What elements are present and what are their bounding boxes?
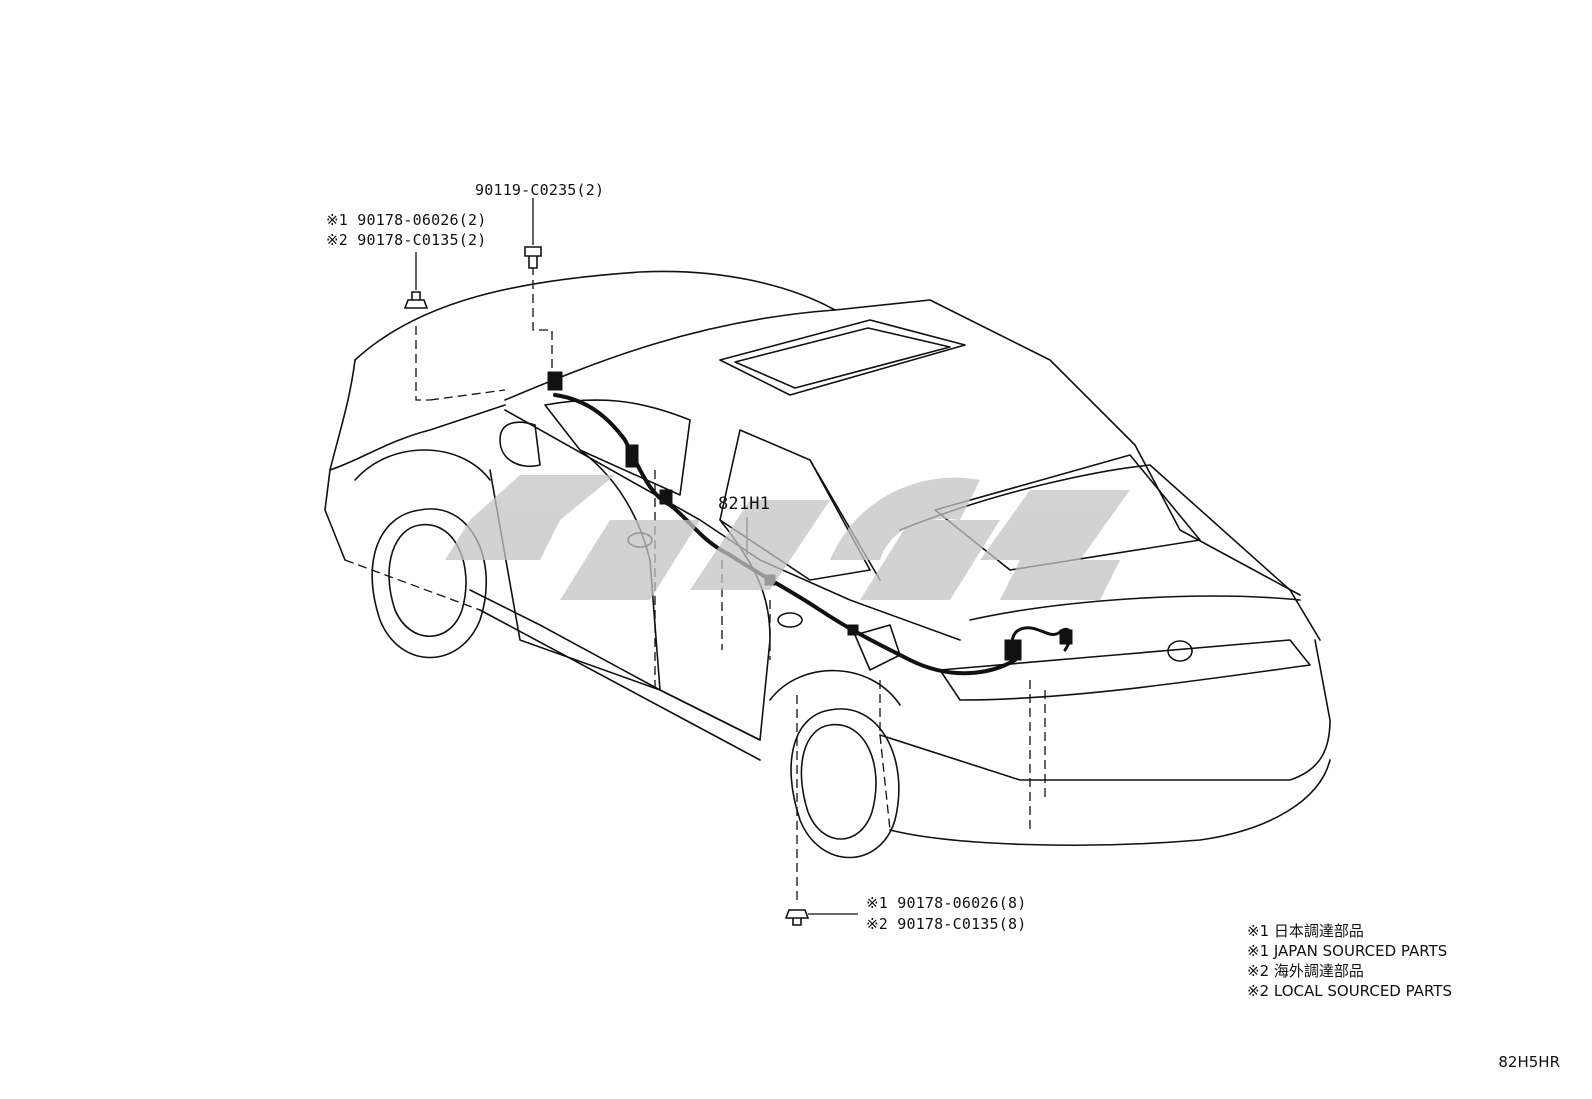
legend-item: ※2 海外調達部品: [1247, 962, 1364, 980]
car-rear-window: [934, 454, 1201, 571]
car-trunk-lid: [969, 595, 1301, 621]
legend-item: ※1 日本調達部品: [1247, 922, 1364, 940]
connector-c: [659, 489, 673, 505]
car-rear-door-window: [719, 429, 871, 581]
leader-clip-top: [415, 326, 430, 401]
watermark-logo: [445, 475, 1130, 600]
connector-a: [547, 371, 563, 391]
car-rear-wheel: [790, 708, 900, 859]
callout-harness: 821H1: [718, 494, 771, 514]
callout-clip-bottom-local: ※2 90178-C0135(8): [866, 915, 1027, 933]
car-rear-wheel-arch: [769, 669, 901, 706]
diagram-code: 82H5HR: [1498, 1053, 1560, 1071]
hidden-body-1: [344, 559, 481, 611]
callout-clip-top-japan: ※1 90178-06026(2): [326, 211, 487, 229]
car-roof-outline: [354, 270, 1301, 596]
car-door-handle-rear: [777, 612, 803, 628]
car-sunroof: [719, 319, 966, 396]
legend: ※1 日本調達部品 ※1 JAPAN SOURCED PARTS ※2 海外調達…: [1247, 921, 1452, 1001]
car-rear-lower: [889, 759, 1331, 846]
car-fuel-door: [854, 624, 901, 671]
clip-bottom-icon: [784, 909, 810, 926]
car-rear-bumper: [879, 639, 1331, 781]
car-front-window: [544, 399, 691, 496]
car-lower-rocker: [479, 609, 761, 761]
callout-bolt: 90119-C0235(2): [475, 181, 605, 199]
connector-e: [847, 624, 859, 636]
legend-item: ※2 LOCAL SOURCED PARTS: [1247, 982, 1452, 1000]
car-windshield-line: [504, 309, 836, 401]
hidden-body-2: [879, 734, 891, 831]
hidden-line-1: [429, 389, 506, 401]
connector-b: [625, 444, 639, 468]
callout-clip-top-local: ※2 90178-C0135(2): [326, 231, 487, 249]
car-rear-emblem: [1167, 640, 1193, 662]
car-side-mirror: [499, 421, 541, 467]
callout-clip-bottom-japan: ※1 90178-06026(8): [866, 894, 1027, 912]
legend-item: ※1 JAPAN SOURCED PARTS: [1247, 942, 1448, 960]
car-rear-wheel-inner: [800, 723, 877, 840]
connector-f: [1004, 639, 1022, 661]
bolt-icon: [524, 246, 542, 269]
car-hood-outline: [324, 359, 356, 561]
leader-bolt: [532, 266, 553, 370]
clip-top-icon: [403, 291, 429, 309]
car-taillight: [939, 639, 1311, 701]
car-sunroof-inner: [734, 327, 951, 389]
car-front-bumper: [329, 404, 506, 471]
car-front-wheel-arch: [354, 449, 491, 481]
connector-g: [1059, 629, 1073, 645]
